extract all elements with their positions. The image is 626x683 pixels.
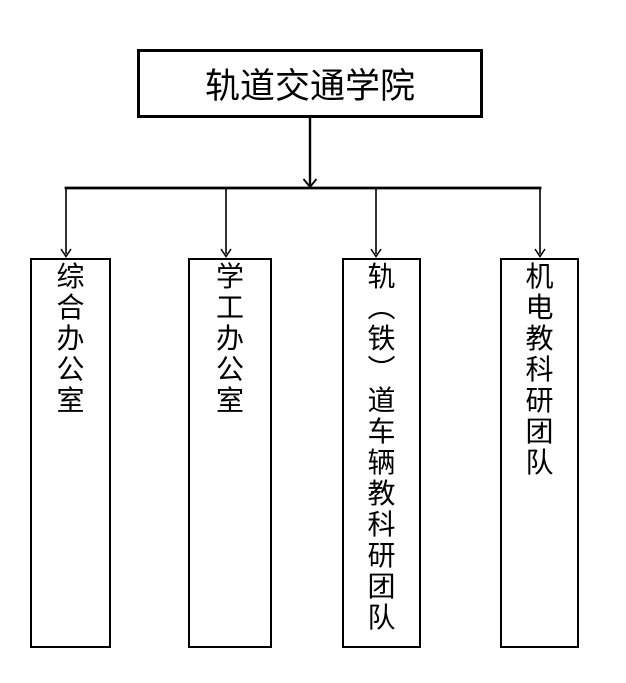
- org-box-label: 学工办公室: [216, 260, 244, 417]
- vertical-char: 科: [525, 355, 554, 386]
- org-box-label: 轨︵铁︶道车辆教科研团队: [367, 260, 395, 634]
- arrow-down-icon: [220, 248, 232, 258]
- org-box-general-office: 综合办公室: [30, 258, 111, 648]
- arrow-down-icon: [370, 248, 382, 258]
- vertical-char: 教: [367, 479, 396, 510]
- vertical-char: 队: [367, 603, 396, 634]
- vertical-char: 队: [525, 448, 554, 479]
- org-box-student-affairs-office: 学工办公室: [188, 258, 272, 648]
- arrow-down-icon: [534, 248, 546, 258]
- vertical-char: 研: [367, 541, 396, 572]
- vertical-char: ︶: [367, 355, 396, 386]
- vertical-char: 教: [525, 324, 554, 355]
- vertical-char: 团: [367, 572, 396, 603]
- arrow-down-icon: [60, 248, 72, 258]
- vertical-char: 办: [56, 324, 85, 355]
- org-box-root-label: 轨道交通学院: [204, 67, 415, 106]
- vertical-char: 科: [367, 510, 396, 541]
- vertical-char: 室: [56, 386, 85, 417]
- vertical-char: 学: [215, 262, 244, 293]
- org-box-rail-vehicle-team: 轨︵铁︶道车辆教科研团队: [342, 258, 421, 648]
- vertical-char: 公: [215, 355, 244, 386]
- org-box-root: 轨道交通学院: [137, 49, 483, 118]
- org-box-label: 综合办公室: [56, 260, 84, 417]
- vertical-char: 工: [215, 293, 244, 324]
- vertical-char: ︵: [367, 293, 396, 324]
- org-box-mechatronics-team: 机电教科研团队: [500, 258, 579, 648]
- vertical-char: 合: [56, 293, 85, 324]
- vertical-char: 道: [367, 386, 396, 417]
- vertical-char: 公: [56, 355, 85, 386]
- vertical-char: 电: [525, 293, 554, 324]
- vertical-char: 轨: [367, 262, 396, 293]
- vertical-char: 办: [215, 324, 244, 355]
- vertical-char: 机: [525, 262, 554, 293]
- vertical-char: 团: [525, 417, 554, 448]
- vertical-char: 车: [367, 417, 396, 448]
- vertical-char: 综: [56, 262, 85, 293]
- vertical-char: 辆: [367, 448, 396, 479]
- org-box-label: 机电教科研团队: [525, 260, 553, 479]
- vertical-char: 室: [215, 386, 244, 417]
- vertical-char: 铁: [367, 324, 396, 355]
- vertical-char: 研: [525, 386, 554, 417]
